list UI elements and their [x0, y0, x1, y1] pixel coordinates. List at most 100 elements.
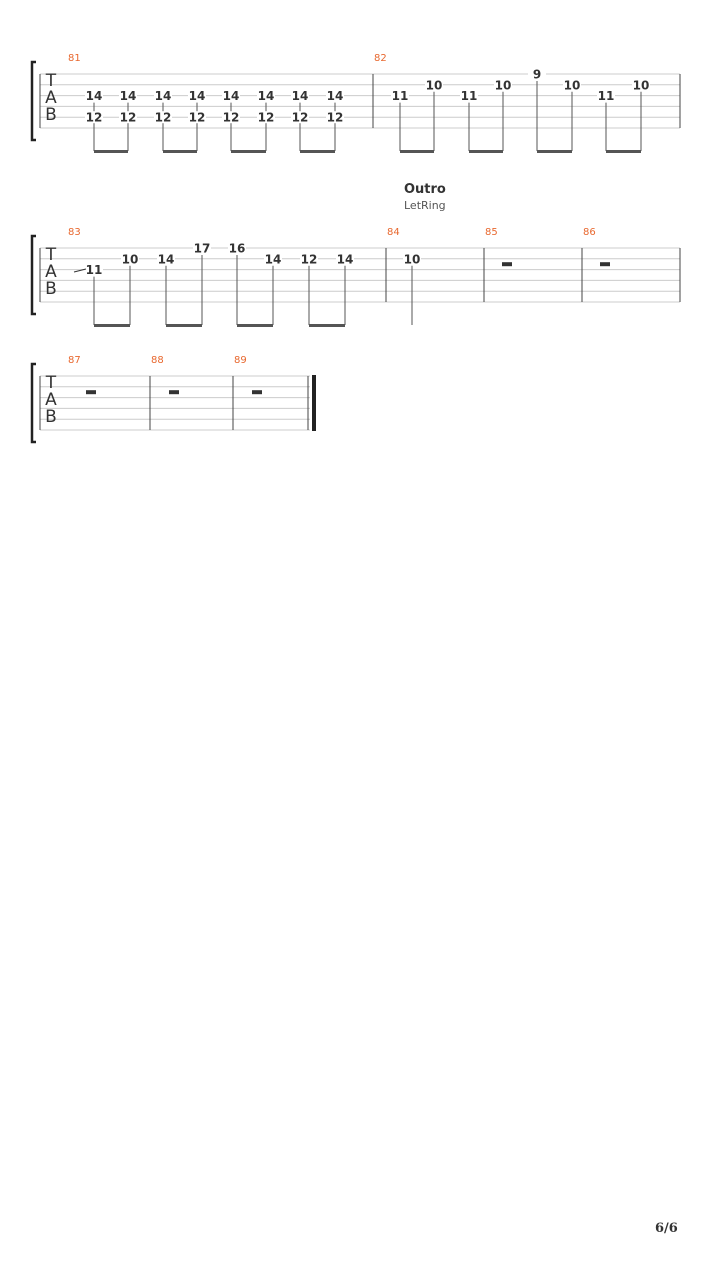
- fret-mask: [391, 89, 409, 102]
- section-effect-label: LetRing: [404, 199, 446, 212]
- system-bracket: [30, 234, 36, 316]
- fret-number: 14: [223, 89, 240, 103]
- fret-mask: [119, 111, 137, 124]
- fret-number: 14: [292, 89, 309, 103]
- fret-mask: [188, 111, 206, 124]
- fret-number: 12: [292, 111, 309, 125]
- fret-mask: [632, 78, 650, 91]
- fret-mask: [154, 111, 172, 124]
- bar-number: 89: [234, 355, 247, 366]
- fret-number: 14: [265, 252, 282, 266]
- fret-mask: [425, 78, 443, 91]
- fret-number: 11: [461, 89, 478, 103]
- fret-mask: [300, 252, 318, 265]
- note-beam: [400, 150, 434, 153]
- fret-mask: [291, 89, 309, 102]
- rest-symbol: [86, 390, 96, 395]
- final-barline-thick: [312, 375, 316, 431]
- bar-number: 81: [68, 53, 81, 64]
- system-bracket: [30, 362, 36, 444]
- note-beam: [237, 324, 273, 327]
- fret-number: 14: [327, 89, 344, 103]
- bar-number: 82: [374, 53, 387, 64]
- tab-clef-letter: T: [45, 245, 57, 265]
- fret-mask: [494, 78, 512, 91]
- note-beam: [469, 150, 503, 153]
- fret-mask: [257, 111, 275, 124]
- fret-number: 12: [223, 111, 240, 125]
- fret-number: 16: [229, 242, 246, 256]
- fret-mask: [121, 252, 139, 265]
- slide-mark: [73, 268, 87, 273]
- fret-number: 12: [258, 111, 275, 125]
- tab-clef-letter: T: [45, 71, 57, 91]
- fret-mask: [85, 111, 103, 124]
- bar-number: 86: [583, 227, 596, 238]
- fret-mask: [193, 242, 211, 254]
- fret-number: 10: [564, 78, 581, 92]
- tab-clef-letter: A: [45, 262, 57, 282]
- tab-clef-letter: B: [45, 105, 57, 125]
- fret-number: 10: [426, 78, 443, 92]
- tab-clef-letter: B: [45, 279, 57, 299]
- page-number: 6/6: [655, 1221, 678, 1236]
- fret-number: 10: [633, 78, 650, 92]
- rest-symbol: [169, 390, 179, 395]
- system-bracket: [30, 60, 36, 142]
- fret-number: 11: [392, 89, 409, 103]
- fret-number: 12: [301, 252, 318, 266]
- fret-number: 10: [495, 78, 512, 92]
- note-beam: [231, 150, 266, 153]
- fret-mask: [291, 111, 309, 124]
- rest-symbol: [252, 390, 262, 395]
- fret-mask: [157, 252, 175, 265]
- fret-mask: [460, 89, 478, 102]
- fret-number: 9: [533, 68, 541, 82]
- fret-mask: [597, 89, 615, 102]
- fret-mask: [528, 68, 546, 80]
- bar-number: 83: [68, 227, 81, 238]
- note-beam: [309, 324, 345, 327]
- fret-mask: [403, 252, 421, 265]
- fret-mask: [563, 78, 581, 91]
- tab-clef-letter: B: [45, 407, 57, 427]
- fret-number: 10: [122, 252, 139, 266]
- fret-number: 12: [327, 111, 344, 125]
- fret-number: 12: [189, 111, 206, 125]
- fret-number: 14: [120, 89, 137, 103]
- fret-number: 10: [404, 252, 421, 266]
- note-beam: [537, 150, 572, 153]
- fret-number: 14: [337, 252, 354, 266]
- section-title: Outro: [404, 182, 446, 197]
- fret-mask: [326, 89, 344, 102]
- rest-symbol: [600, 262, 610, 267]
- fret-mask: [85, 89, 103, 102]
- note-beam: [606, 150, 641, 153]
- note-beam: [163, 150, 197, 153]
- fret-mask: [326, 111, 344, 124]
- tab-clef-letter: A: [45, 88, 57, 108]
- fret-mask: [336, 252, 354, 265]
- bar-number: 87: [68, 355, 81, 366]
- fret-number: 12: [86, 111, 103, 125]
- fret-number: 14: [189, 89, 206, 103]
- fret-number: 14: [155, 89, 172, 103]
- fret-number: 14: [86, 89, 103, 103]
- fret-number: 14: [158, 252, 175, 266]
- fret-number: 14: [258, 89, 275, 103]
- fret-mask: [188, 89, 206, 102]
- fret-mask: [119, 89, 137, 102]
- rest-symbol: [502, 262, 512, 267]
- bar-number: 84: [387, 227, 400, 238]
- bar-number: 88: [151, 355, 164, 366]
- tab-clef-letter: A: [45, 390, 57, 410]
- fret-mask: [222, 111, 240, 124]
- fret-number: 12: [155, 111, 172, 125]
- fret-mask: [228, 242, 246, 254]
- fret-mask: [85, 263, 103, 276]
- note-beam: [300, 150, 335, 153]
- bar-number: 85: [485, 227, 498, 238]
- note-beam: [94, 324, 130, 327]
- fret-number: 11: [86, 263, 103, 277]
